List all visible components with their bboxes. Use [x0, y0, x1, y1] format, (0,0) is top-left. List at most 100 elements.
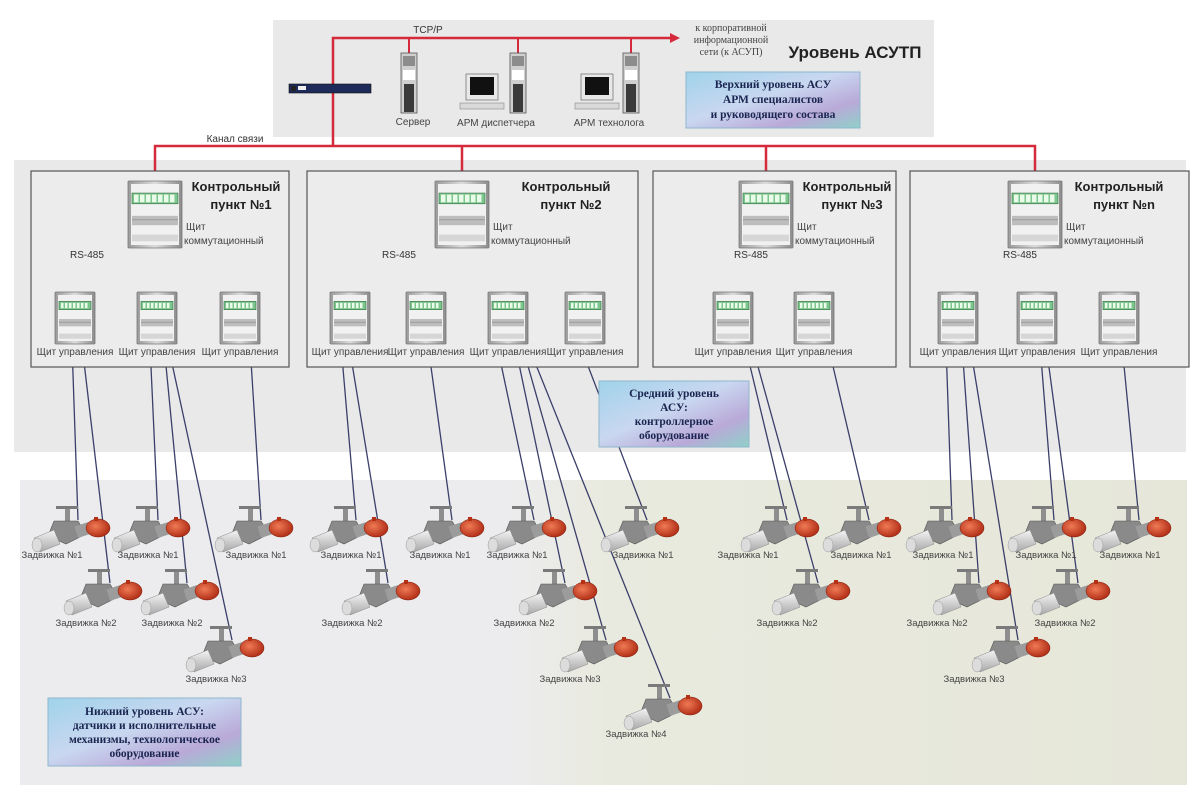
terminal-slot — [1031, 302, 1034, 309]
valve-label: Задвижка №1 — [21, 550, 82, 561]
corporate-network-label: информационной — [694, 35, 769, 46]
electric-actuator — [572, 581, 598, 601]
actuator-cap — [1155, 517, 1159, 521]
terminal-slot — [964, 302, 967, 309]
switch-body — [288, 83, 372, 94]
terminal-slot — [348, 302, 351, 309]
handwheel — [765, 506, 787, 509]
terminal-slot — [234, 302, 237, 309]
control-point-number: пункт №n — [1093, 197, 1155, 212]
tower-drive-bay — [403, 56, 415, 66]
tower-drive-bay — [625, 56, 637, 66]
terminal-slot — [1125, 302, 1128, 309]
valve-stem — [552, 572, 557, 584]
terminal-slot — [164, 194, 169, 203]
actuator-cap — [968, 517, 972, 521]
middle-level-info-box-line: АСУ: — [660, 402, 688, 414]
terminal-slot — [1035, 302, 1038, 309]
terminal-slot — [1105, 302, 1108, 309]
electric-actuator — [541, 518, 567, 538]
lower-level-info-box-line: оборудование — [110, 748, 180, 760]
electric-actuator — [1085, 581, 1111, 601]
control-cabinet-label: Щит управления — [312, 347, 389, 358]
handwheel — [584, 626, 606, 629]
cable-duct — [798, 333, 830, 339]
handwheel — [957, 569, 979, 572]
handwheel — [796, 569, 818, 572]
motor-end — [140, 600, 152, 616]
actuator-cap — [622, 637, 626, 641]
switch-cabinet-label: коммутационный — [491, 236, 571, 247]
channel-label: Канал связи — [207, 134, 264, 145]
gate-valve-icon — [341, 569, 421, 616]
actuator-cap — [1070, 517, 1074, 521]
terminal-slot — [739, 302, 742, 309]
terminal-slot — [420, 302, 423, 309]
valve-label: Задвижка №1 — [1015, 550, 1076, 561]
cable-duct — [569, 333, 601, 339]
rs485-label: RS-485 — [70, 250, 104, 261]
handwheel — [543, 569, 565, 572]
cable-duct — [141, 333, 173, 339]
control-cabinet-label: Щит управления — [999, 347, 1076, 358]
middle-level-info-box-background — [598, 380, 750, 448]
communication-channel-line — [153, 144, 1037, 181]
field-wire-line — [945, 344, 953, 521]
rs485-label: RS-485 — [1003, 250, 1037, 261]
terminal-slot — [1026, 194, 1031, 203]
actuator-cap — [995, 580, 999, 584]
valve-label: Задвижка №1 — [320, 550, 381, 561]
terminal-slot — [85, 302, 88, 309]
switch-cabinet-label: Щит — [797, 222, 817, 233]
terminal-slot — [1121, 302, 1124, 309]
monitor-screen — [470, 77, 494, 95]
gate-valve-icon — [559, 626, 639, 673]
actuator-cap — [126, 580, 130, 584]
switch-cabinet-label: коммутационный — [1064, 236, 1144, 247]
valve-label: Задвижка №2 — [55, 618, 116, 629]
handwheel — [366, 569, 388, 572]
gate-valve-icon — [822, 506, 902, 553]
server-tower-icon — [400, 52, 418, 114]
valve-stem — [805, 572, 810, 584]
motor-end — [111, 537, 123, 553]
actuator-cap — [885, 517, 889, 521]
din-rail — [224, 319, 256, 327]
motor-end — [822, 537, 834, 553]
terminal-slot — [800, 302, 803, 309]
control-point-number: пункт №2 — [540, 197, 601, 212]
motor-end — [63, 600, 75, 616]
network-switch-icon — [288, 83, 372, 94]
din-rail — [942, 319, 974, 327]
control-cabinet — [1098, 291, 1140, 345]
motor-end — [559, 657, 571, 673]
valve-label: Задвижка №1 — [830, 550, 891, 561]
handwheel — [625, 506, 647, 509]
valve-stem — [939, 509, 944, 521]
handwheel — [996, 626, 1018, 629]
motor-end — [31, 537, 43, 553]
gate-valve-icon — [31, 506, 111, 553]
control-point-title: Контрольный — [192, 179, 281, 194]
control-cabinet — [1016, 291, 1058, 345]
field-wire-line — [348, 344, 389, 584]
field-wire-line — [81, 344, 111, 584]
terminal-slot — [340, 302, 343, 309]
handwheel — [930, 506, 952, 509]
lower-level-info-box: Нижний уровень АСУ:датчики и исполнитель… — [47, 697, 242, 767]
gate-valve-icon — [623, 684, 703, 731]
field-wire-line — [163, 344, 188, 584]
motor-end — [600, 537, 612, 553]
server-label: Сервер — [396, 117, 431, 128]
actuator-cap — [277, 517, 281, 521]
actuator-cap — [203, 580, 207, 584]
terminal-slot — [494, 302, 497, 309]
field-wire-line — [961, 344, 980, 584]
din-rail — [1021, 319, 1053, 327]
handwheel — [1117, 506, 1139, 509]
cable-duct — [132, 234, 178, 242]
din-rail — [1103, 319, 1135, 327]
actuator-cap — [94, 517, 98, 521]
valve-label: Задвижка №3 — [185, 674, 246, 685]
terminal-slot — [583, 302, 586, 309]
